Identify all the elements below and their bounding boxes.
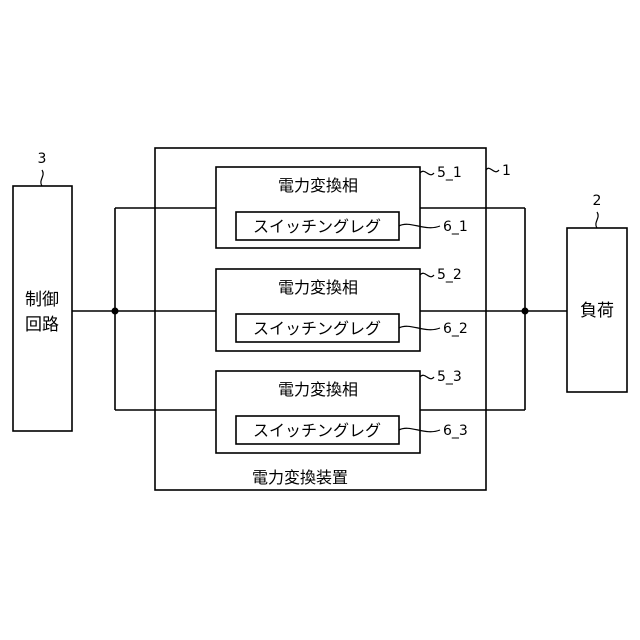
control-circuit-ref: 3 [38,151,47,167]
phase-2-leg-label: スイッチングレグ [253,319,381,338]
phase-1-leg-ref: 6_1 [443,219,468,235]
phase-3-leg-ref: 6_3 [443,423,468,439]
phase-2-leg-ref: 6_2 [443,321,468,337]
phase-3-ref: 5_3 [437,369,462,385]
converter-ref: 1 [502,163,511,179]
phase-1-ref: 5_1 [437,165,462,181]
phase-1-label: 電力変換相 [278,176,358,195]
power-converter-label: 電力変換装置 [252,468,348,487]
load-label: 負荷 [580,301,614,321]
phase-3-label: 電力変換相 [278,380,358,399]
control-circuit-ref-leader [41,170,43,186]
phase-3-leg-label: スイッチングレグ [253,421,381,440]
load-ref-leader [596,212,598,228]
left-junction [112,308,119,315]
control-circuit-label-line1: 制御 [25,290,59,310]
control-circuit-label-line2: 回路 [25,315,59,335]
load-ref: 2 [593,193,602,209]
phase-2-ref: 5_2 [437,267,462,283]
phase-2-label: 電力変換相 [278,278,358,297]
right-junction [522,308,529,315]
phase-1-leg-label: スイッチングレグ [253,217,381,236]
converter-ref-leader [486,168,499,171]
